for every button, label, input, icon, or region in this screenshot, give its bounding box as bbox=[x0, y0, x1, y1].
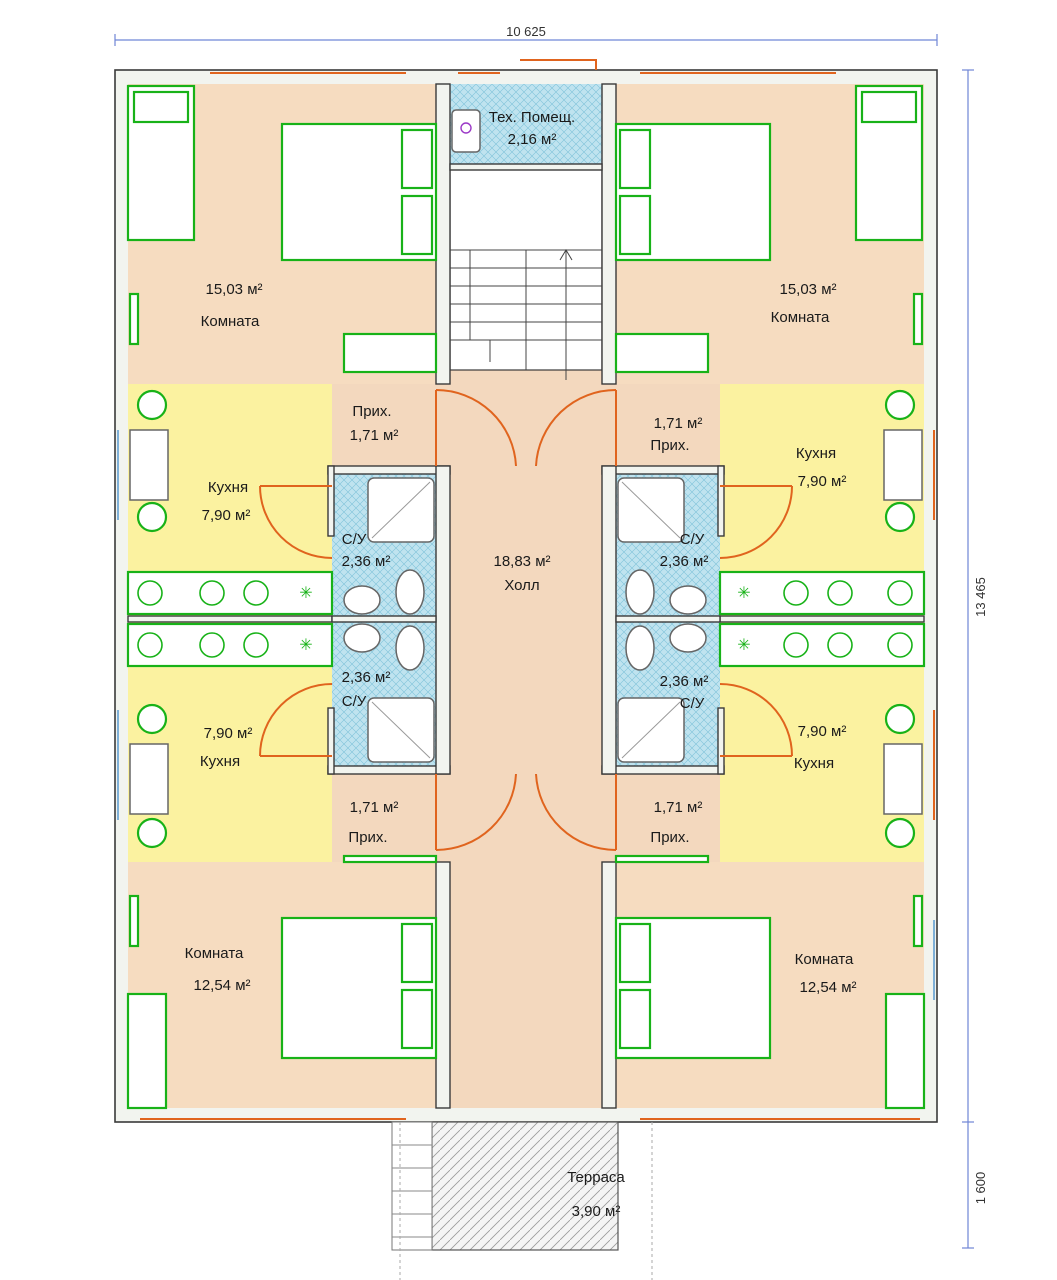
label-kitchen-tr-name: Кухня bbox=[796, 445, 836, 462]
floor-main-hall bbox=[450, 370, 602, 1108]
sink-top-right bbox=[669, 585, 707, 615]
sink-bottom-left bbox=[343, 623, 381, 653]
label-bath-tr-area: 2,36 м² bbox=[660, 553, 709, 570]
radiator-top-left bbox=[128, 292, 140, 346]
kitchen-counter-left: ✳ ✳ bbox=[126, 570, 334, 668]
label-room-bl-name: Комната bbox=[185, 945, 244, 962]
wardrobe-bottom-right bbox=[884, 992, 926, 1110]
sink-bottom-right bbox=[669, 623, 707, 653]
label-hall-br-area: 1,71 м² bbox=[654, 799, 703, 816]
double-bed-top-right bbox=[614, 122, 772, 262]
label-bath-tl-area: 2,36 м² bbox=[342, 553, 391, 570]
label-room-tl-name: Комната bbox=[201, 313, 260, 330]
label-kitchen-br-area: 7,90 м² bbox=[798, 723, 847, 740]
toilet-top-right bbox=[625, 569, 655, 615]
floor-hall-bottom-left bbox=[332, 772, 450, 862]
radiator-top-right bbox=[912, 292, 924, 346]
dimension-height-main: 13 465 bbox=[973, 577, 988, 617]
label-bath-bl-area: 2,36 м² bbox=[342, 669, 391, 686]
label-kitchen-bl-name: Кухня bbox=[200, 753, 240, 770]
windows bbox=[117, 72, 935, 1120]
svg-text:✳: ✳ bbox=[737, 637, 750, 654]
floor-hall-bottom-right bbox=[602, 772, 720, 862]
label-kitchen-bl-area: 7,90 м² bbox=[204, 725, 253, 742]
toilet-bottom-left bbox=[395, 625, 425, 671]
floor-hall-top-left bbox=[332, 384, 450, 470]
label-bath-tl-name: С/У bbox=[342, 531, 367, 548]
room-labels: Тех. Помещ. 2,16 м² 15,03 м² Комната 15,… bbox=[185, 109, 857, 1220]
furniture-kitchens: ✳ ✳ ✳ ✳ bbox=[126, 292, 926, 948]
dimension-lines: 10 625 13 465 1 600 bbox=[114, 24, 988, 1249]
svg-text:✳: ✳ bbox=[299, 585, 312, 602]
label-bath-br-name: С/У bbox=[680, 695, 705, 712]
furniture-beds bbox=[126, 84, 926, 1110]
label-room-tl-area: 15,03 м² bbox=[205, 281, 262, 298]
shower-top-right bbox=[617, 477, 685, 543]
shower-bottom-right bbox=[617, 697, 685, 763]
label-bath-bl-name: С/У bbox=[342, 693, 367, 710]
dimension-height-terrace: 1 600 bbox=[973, 1172, 988, 1205]
dimension-width: 10 625 bbox=[506, 24, 546, 39]
shower-top-left bbox=[367, 477, 435, 543]
label-kitchen-tr-area: 7,90 м² bbox=[798, 473, 847, 490]
label-hall-tr-name: Прих. bbox=[650, 437, 689, 454]
label-main-hall-area: 18,83 м² bbox=[493, 553, 550, 570]
label-bath-tr-name: С/У bbox=[680, 531, 705, 548]
interior-walls bbox=[127, 83, 925, 1109]
label-hall-br-name: Прих. bbox=[650, 829, 689, 846]
label-terrace-area: 3,90 м² bbox=[572, 1203, 621, 1220]
kitchen-counter-right: ✳ ✳ bbox=[718, 570, 926, 668]
shower-bottom-left bbox=[367, 697, 435, 763]
label-hall-tr-area: 1,71 м² bbox=[654, 415, 703, 432]
label-hall-tl-area: 1,71 м² bbox=[350, 427, 399, 444]
svg-text:✳: ✳ bbox=[299, 637, 312, 654]
label-hall-tl-name: Прих. bbox=[352, 403, 391, 420]
label-hall-bl-name: Прих. bbox=[348, 829, 387, 846]
label-terrace-name: Терраса bbox=[567, 1169, 625, 1186]
label-room-tr-area: 15,03 м² bbox=[779, 281, 836, 298]
terrace bbox=[391, 1121, 653, 1280]
label-room-br-name: Комната bbox=[795, 951, 854, 968]
radiator-bottom-right bbox=[912, 894, 924, 948]
toilet-top-left bbox=[395, 569, 425, 615]
double-bed-bottom-right bbox=[614, 916, 772, 1060]
toilet-bottom-right bbox=[625, 625, 655, 671]
boiler-icon bbox=[451, 109, 481, 153]
bathroom-fixtures bbox=[343, 109, 707, 763]
dresser-top-right bbox=[614, 332, 710, 374]
label-tech-name: Тех. Помещ. bbox=[489, 109, 575, 126]
dining-set-top-left bbox=[129, 389, 169, 533]
single-bed-top-left bbox=[126, 84, 196, 242]
label-room-bl-area: 12,54 м² bbox=[193, 977, 250, 994]
label-main-hall-name: Холл bbox=[504, 577, 539, 594]
dining-set-bottom-right bbox=[883, 703, 923, 849]
label-tech-area: 2,16 м² bbox=[508, 131, 557, 148]
label-kitchen-br-name: Кухня bbox=[794, 755, 834, 772]
svg-text:✳: ✳ bbox=[737, 585, 750, 602]
label-kitchen-tl-name: Кухня bbox=[208, 479, 248, 496]
radiator-bottom-left bbox=[128, 894, 140, 948]
label-hall-bl-area: 1,71 м² bbox=[350, 799, 399, 816]
dresser-top-left bbox=[342, 332, 438, 374]
label-bath-br-area: 2,36 м² bbox=[660, 673, 709, 690]
single-bed-top-right bbox=[854, 84, 924, 242]
double-bed-bottom-left bbox=[280, 916, 438, 1060]
dining-set-top-right bbox=[883, 389, 923, 533]
double-bed-top-left bbox=[280, 122, 438, 262]
shelf-bottom-left bbox=[342, 854, 438, 864]
dining-set-bottom-left bbox=[129, 703, 169, 849]
shelf-bottom-right bbox=[614, 854, 710, 864]
label-room-br-area: 12,54 м² bbox=[799, 979, 856, 996]
label-kitchen-tl-area: 7,90 м² bbox=[202, 507, 251, 524]
sink-top-left bbox=[343, 585, 381, 615]
floor-hall-top-right bbox=[602, 384, 720, 470]
staircase bbox=[450, 249, 602, 380]
label-room-tr-name: Комната bbox=[771, 309, 830, 326]
wardrobe-bottom-left bbox=[126, 992, 168, 1110]
